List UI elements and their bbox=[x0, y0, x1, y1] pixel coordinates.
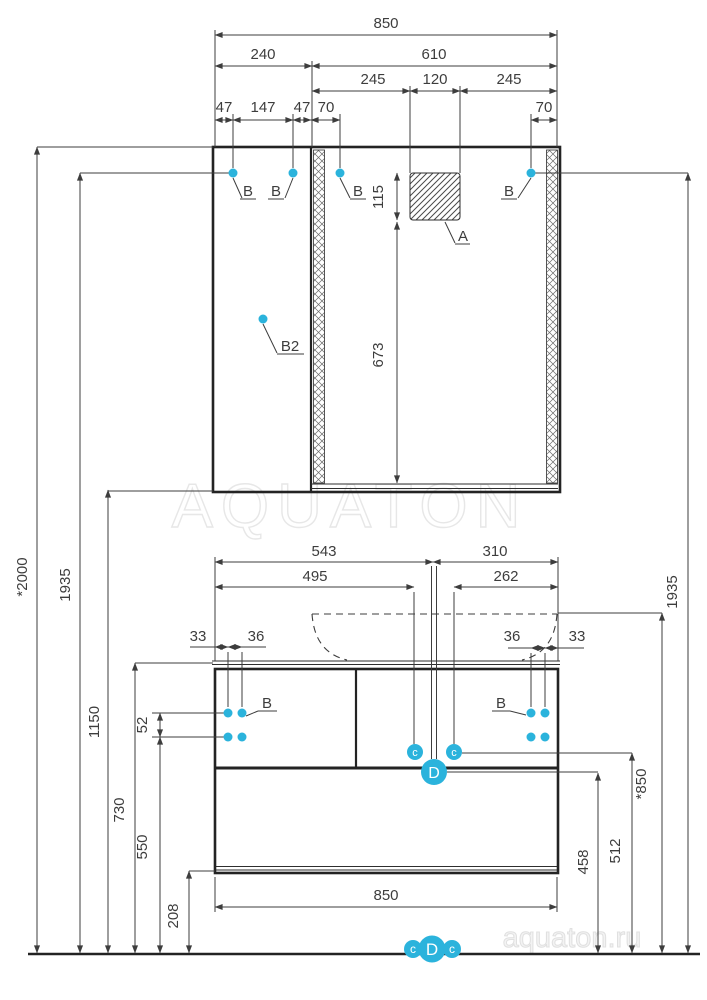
dimension-lines bbox=[33, 31, 692, 954]
dim-vanity-hinge-bottom-height: 550 bbox=[134, 834, 151, 859]
dim-outlet-from-left: 495 bbox=[302, 568, 327, 585]
callout-b: B bbox=[504, 183, 514, 200]
drain-marker-d bbox=[421, 759, 447, 785]
dim-bracket-left: 70 bbox=[318, 99, 335, 116]
wiring-cutout-A bbox=[409, 172, 461, 221]
floor-outlet-marker-c bbox=[443, 940, 461, 958]
marker-letter: c bbox=[449, 942, 455, 956]
brand-watermark: AQUATON bbox=[172, 472, 529, 541]
outlet-marker-c bbox=[407, 744, 423, 760]
hinge-point bbox=[288, 168, 298, 178]
dim-cutout-height: 115 bbox=[370, 185, 387, 209]
callout-b: B bbox=[353, 183, 363, 200]
dim-open-section-width: 610 bbox=[421, 46, 446, 63]
hinge-point bbox=[540, 708, 550, 718]
callout-b2: B2 bbox=[281, 338, 299, 355]
hinge-point-b2 bbox=[258, 314, 268, 324]
hinge-point bbox=[526, 708, 536, 718]
dim-mirror-bottom-height: 1150 bbox=[86, 706, 103, 738]
dim-open-height: 673 bbox=[370, 342, 387, 367]
hinge-point bbox=[526, 732, 536, 742]
dim-mirror-hinge-height-right: 1935 bbox=[664, 575, 681, 608]
dim-overall-height: *2000 bbox=[14, 557, 31, 596]
marker-letter: D bbox=[426, 940, 438, 959]
dim-shelf-right: 245 bbox=[496, 71, 521, 88]
dim-drain-from-right: 310 bbox=[482, 543, 507, 560]
marker-letter: c bbox=[412, 747, 418, 759]
callout-a: A bbox=[458, 228, 468, 245]
hinge-point bbox=[223, 732, 233, 742]
dim-hinge-span-right: 36 bbox=[504, 628, 521, 645]
dim-bracket-right: 70 bbox=[536, 99, 553, 116]
hinge-point bbox=[526, 168, 536, 178]
callout-b: B bbox=[496, 695, 506, 712]
floor-drain-marker-d bbox=[418, 935, 446, 963]
label-leaders bbox=[232, 177, 532, 717]
dim-shelf-left: 245 bbox=[360, 71, 385, 88]
extension-lines bbox=[37, 30, 688, 912]
dim-outlet-from-right: 262 bbox=[493, 568, 518, 585]
hinge-point bbox=[540, 732, 550, 742]
basin-dashed-outline bbox=[311, 613, 558, 661]
mirror-edge-hatch-left bbox=[313, 149, 325, 484]
mirror-edge-hatch-right bbox=[546, 149, 558, 484]
outlet-marker-c bbox=[446, 744, 462, 760]
dim-door-width: 240 bbox=[250, 46, 275, 63]
dim-outlet-height: 512 bbox=[607, 838, 624, 863]
vanity-outline bbox=[212, 660, 560, 875]
dim-drain-from-left: 543 bbox=[311, 543, 336, 560]
hinge-point bbox=[237, 732, 247, 742]
hinge-point bbox=[228, 168, 238, 178]
dim-hinge-inset-left: 33 bbox=[190, 628, 207, 645]
mirror-cabinet-outline bbox=[211, 145, 562, 494]
hinge-point bbox=[223, 708, 233, 718]
marker-letter: c bbox=[451, 747, 457, 759]
dim-underclearance: 208 bbox=[165, 903, 182, 928]
hinge-point bbox=[335, 168, 345, 178]
dim-basin-rim-height: *850 bbox=[633, 769, 650, 800]
callout-b: B bbox=[271, 183, 281, 200]
site-watermark: aquaton.ru bbox=[503, 922, 642, 954]
dim-hinge-spacing: 147 bbox=[250, 99, 275, 116]
marker-letters: c c D c D c bbox=[410, 747, 457, 959]
marker-letter: c bbox=[410, 942, 416, 956]
dim-hinge-gap: 52 bbox=[134, 717, 151, 734]
dim-cutout-width: 120 bbox=[422, 71, 447, 88]
dim-mirror-total-width: 850 bbox=[373, 15, 398, 32]
callout-b: B bbox=[243, 183, 253, 200]
floor-outlet-marker-c bbox=[404, 940, 422, 958]
dim-vanity-width: 850 bbox=[373, 887, 398, 904]
callout-b: B bbox=[262, 695, 272, 712]
hinge-point bbox=[237, 708, 247, 718]
dim-drain-height: 458 bbox=[575, 849, 592, 874]
dim-hinge-inner-offset: 47 bbox=[294, 99, 311, 116]
dim-hinge-span-left: 36 bbox=[248, 628, 265, 645]
dim-mirror-hinge-height-left: 1935 bbox=[57, 568, 74, 601]
marker-letter: D bbox=[428, 765, 440, 782]
dim-countertop-height: 730 bbox=[111, 797, 128, 822]
dim-hinge-inset-right: 33 bbox=[569, 628, 586, 645]
dim-hinge-edge-offset: 47 bbox=[216, 99, 233, 116]
fastening-points bbox=[223, 168, 550, 963]
